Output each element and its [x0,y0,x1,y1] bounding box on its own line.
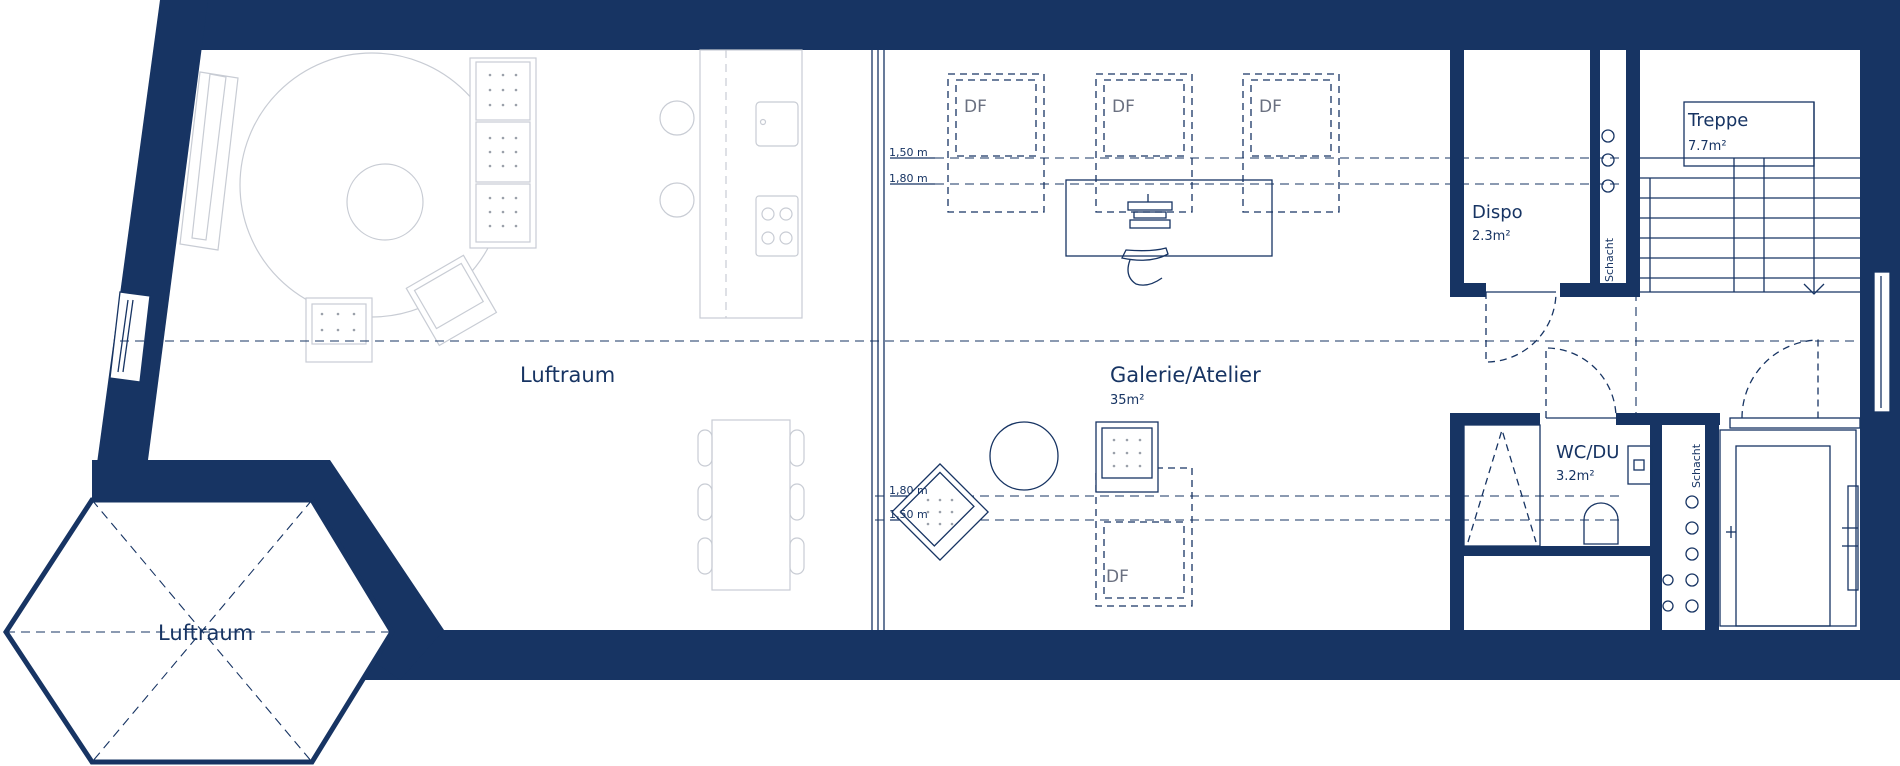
height-label-1: 1,50 m [889,146,928,159]
room-label-wc: WC/DU [1556,442,1619,463]
shaft-label-top: Schacht [1603,237,1616,282]
bathroom-fixtures [1463,417,1861,627]
height-label-3: 1,80 m [889,484,928,497]
room-label-luftraum-main: Luftraum [520,363,615,387]
skylight-label-1: DF [964,97,987,117]
height-label-2: 1,80 m [889,172,928,185]
kitchen [659,49,803,319]
room-label-galerie: Galerie/Atelier [1110,363,1261,387]
room-label-treppe: Treppe [1687,110,1748,131]
room-area-wc: 3.2m² [1556,469,1595,484]
skylight-label-4: DF [1106,567,1129,587]
hexagon-void [3,497,395,765]
room-area-treppe: 7.7m² [1688,139,1727,154]
room-area-dispo: 2.3m² [1472,229,1511,244]
height-label-4: 1,50 m [889,508,928,521]
room-label-dispo: Dispo [1472,202,1523,223]
shaft-label-bottom: Schacht [1690,443,1703,488]
skylight-label-3: DF [1259,97,1282,117]
desk [1065,179,1273,286]
doors [1485,291,1819,419]
dining-table [697,419,805,591]
lounge-furniture [179,52,537,363]
window-left [109,291,151,383]
labels: Luftraum Luftraum Galerie/Atelier 35m² D… [158,97,1748,645]
room-label-luftraum-hexagon: Luftraum [158,621,253,645]
skylight-label-2: DF [1112,97,1135,117]
gallery-furniture [890,421,1159,562]
height-lines [875,157,1625,521]
shaft-top [1601,129,1615,193]
staircase [1640,101,1860,295]
skylights [947,73,1340,607]
window-right [1873,271,1891,413]
room-area-galerie: 35m² [1110,393,1144,408]
shaft-bottom [1662,495,1699,613]
